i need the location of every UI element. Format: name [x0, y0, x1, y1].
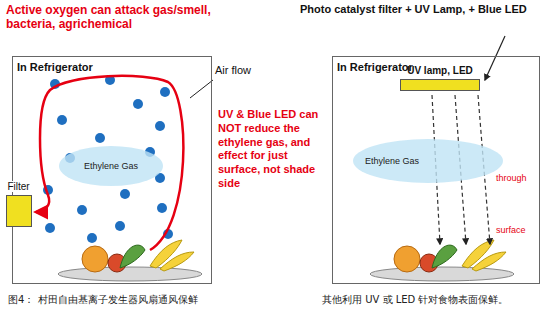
gas-cloud: Ethylene Gas	[353, 139, 503, 183]
cloud-ellipse	[59, 146, 163, 186]
ray-label: surface	[496, 225, 526, 236]
callout-label: Air flow	[215, 64, 251, 77]
filter-box: Filter	[3, 181, 34, 229]
figure-caption: 其他利用 UV 或 LED 针对食物表面保鲜。	[322, 294, 508, 306]
pointer-arrow	[485, 36, 505, 80]
headline-note: Active oxygen can attack gas/smell, bact…	[6, 3, 256, 32]
airflow-arrow	[36, 76, 183, 250]
fruit-plate	[58, 240, 202, 281]
gas-cloud: Ethylene Gas	[59, 146, 163, 186]
part-label: Filter	[6, 181, 30, 192]
refrigerator-box: UV lamp, LED Ethylene Gas In Refrigerator	[332, 56, 540, 284]
cloud-ellipse	[353, 139, 503, 183]
gas-dots	[43, 75, 173, 243]
panel-title: In Refrigerator	[333, 59, 417, 75]
cloud-label: Ethylene Gas	[365, 156, 419, 166]
panel-heading: Photo catalyst filter + UV Lamp, + Blue …	[300, 3, 546, 16]
callout-note: UV & Blue LED can NOT reduce the ethylen…	[218, 108, 330, 191]
figure-caption: 图4： 村田自由基离子发生器风扇通风保鲜	[8, 294, 198, 306]
cloud-label: Ethylene Gas	[84, 161, 138, 171]
filter-panel	[6, 195, 32, 227]
fruit-plate	[370, 240, 514, 281]
ray-label: through	[496, 173, 527, 184]
lamp-bar	[400, 79, 480, 91]
leader-line	[190, 80, 213, 98]
part-label: UV lamp, LED	[406, 65, 474, 76]
panel-title: In Refrigerator	[13, 59, 97, 75]
refrigerator-box: Ethylene Gas In Refrigerator	[12, 56, 212, 284]
